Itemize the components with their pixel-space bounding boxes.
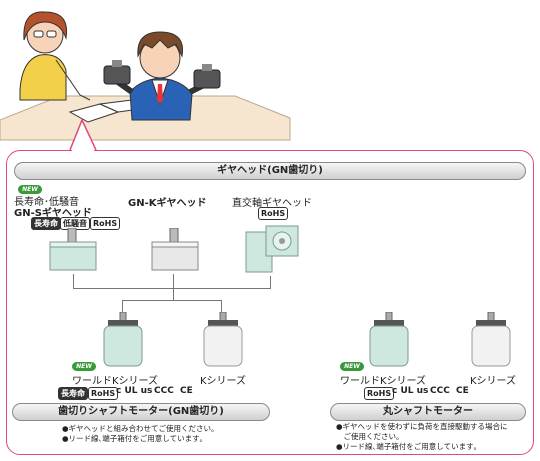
connector-line <box>122 300 123 314</box>
round-world-k-label: ワールドKシリーズ <box>340 376 427 387</box>
connector-line <box>173 288 174 300</box>
ul-mark: c UL us <box>116 386 153 396</box>
ce-mark: CE <box>180 386 193 396</box>
note-line: ●リード線､端子箱付をご用意しています｡ <box>336 442 478 451</box>
geared-motor-section-title: 歯切りシャフトモーター(GN歯切り) <box>12 403 270 421</box>
ccc-mark: CCC <box>430 386 450 396</box>
note-line: ご使用ください。 <box>336 432 404 441</box>
right-angle-label: 直交軸ギヤヘッド <box>232 198 312 209</box>
world-k-motor-image <box>103 312 143 367</box>
ce-mark: CE <box>456 386 469 396</box>
round-k-motor-image <box>471 312 511 367</box>
ccc-mark: CCC <box>154 386 174 396</box>
round-k-label: Kシリーズ <box>470 376 517 387</box>
illustration <box>0 11 291 150</box>
connector-line <box>173 274 174 288</box>
note-line: ●リード線､端子箱付をご用意しています｡ <box>62 434 204 443</box>
callout-pointer <box>69 118 97 150</box>
rohs-tag: RoHS <box>364 387 395 400</box>
gn-s-gearhead-image <box>49 228 97 271</box>
connector-line <box>122 300 222 301</box>
connector-line <box>73 288 271 289</box>
right-angle-gearhead-image <box>245 225 299 273</box>
note-line: ●ギヤヘッドを使わずに負荷を直接駆動する場合に <box>336 422 508 431</box>
new-badge: NEW <box>72 362 96 371</box>
connector-line <box>221 300 222 314</box>
woman-figure <box>19 11 91 101</box>
connector-line <box>270 276 271 288</box>
k-label: Kシリーズ <box>200 376 247 387</box>
gn-s-line2: GN-Sギヤヘッド <box>14 208 92 219</box>
note-line: ●ギヤヘッドと組み合わせてご使用ください。 <box>62 424 219 433</box>
gearhead-section-title: ギヤヘッド(GN歯切り) <box>14 162 526 180</box>
new-badge: NEW <box>340 362 364 371</box>
ul-mark: c UL us <box>392 386 429 396</box>
k-motor-image <box>203 312 243 367</box>
gn-s-line1: 長寿命･低騒音 <box>14 197 79 208</box>
new-badge: NEW <box>18 185 42 194</box>
round-world-k-motor-image <box>369 312 409 367</box>
connector-line <box>73 274 74 288</box>
rohs-tag: RoHS <box>258 207 289 220</box>
rohs-tag: RoHS <box>90 217 121 230</box>
gn-k-gearhead-image <box>151 228 199 271</box>
round-shaft-section-title: 丸シャフトモーター <box>330 403 526 421</box>
gn-k-label: GN-Kギヤヘッド <box>128 198 207 209</box>
rohs-tag: RoHS <box>88 387 119 400</box>
man-figure <box>103 31 221 121</box>
world-k-label: ワールドKシリーズ <box>72 376 159 387</box>
long-life-tag: 長寿命 <box>58 387 88 400</box>
